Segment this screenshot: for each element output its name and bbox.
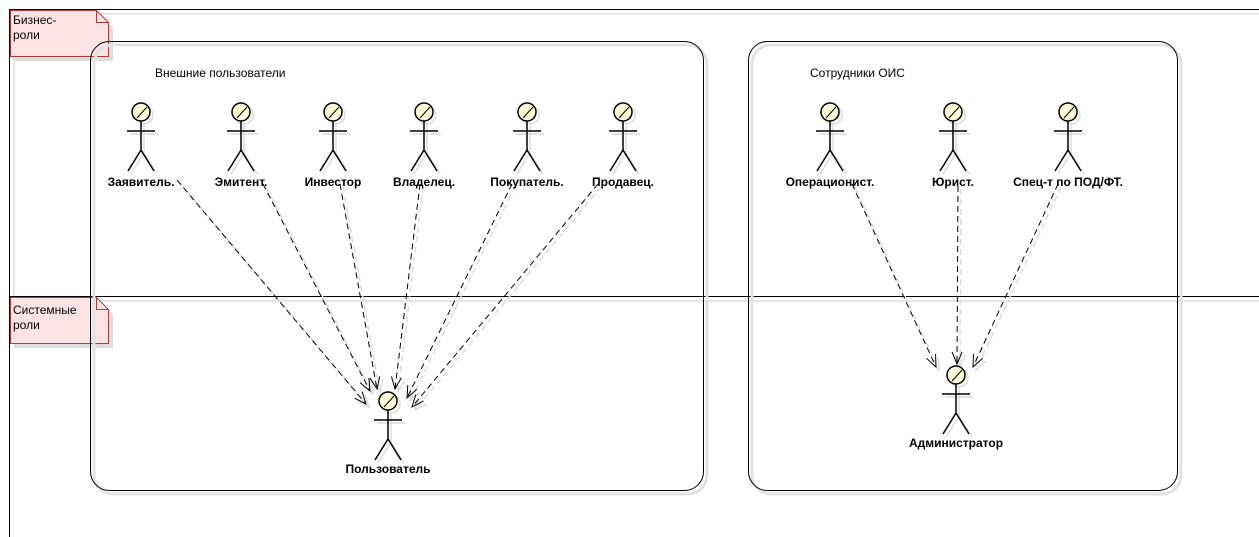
actor-user[interactable]: Пользователь	[345, 391, 431, 476]
actor-aml-specialist[interactable]: Спец-т по ПОД/ФТ.	[1013, 102, 1123, 189]
actor-shadow	[945, 368, 973, 438]
actor-issuer[interactable]: Эмитент.	[215, 102, 268, 189]
actor-figure-icon	[1054, 102, 1082, 172]
actor-figure-icon	[319, 102, 347, 172]
external-users-title: Внешние пользователи	[155, 66, 285, 80]
actor-admin[interactable]: Администратор	[909, 365, 1003, 450]
relation-operator-to-admin[interactable]	[851, 183, 939, 370]
actor-name: Владелец.	[393, 175, 455, 189]
actor-name: Операционист.	[786, 175, 875, 189]
relations-layer	[176, 179, 1062, 410]
relation-issuer-to-user[interactable]	[262, 183, 373, 394]
actor-applicant[interactable]: Заявитель.	[108, 102, 175, 189]
actor-figure-icon	[939, 102, 967, 172]
relation-applicant-to-user[interactable]	[176, 179, 369, 407]
system-roles-note[interactable]: Системные роли	[10, 297, 114, 349]
actor-figure-icon	[513, 102, 541, 172]
actor-figure-icon	[942, 365, 970, 435]
system-roles-note-line2: роли	[13, 318, 40, 332]
actor-figure-icon	[410, 102, 438, 172]
external-users-group[interactable]: Внешние пользователи	[90, 41, 709, 496]
actor-name: Спец-т по ПОД/ФТ.	[1013, 175, 1123, 189]
actor-name: Инвестор	[305, 175, 362, 189]
actor-name: Заявитель.	[108, 175, 175, 189]
actor-owner[interactable]: Владелец.	[393, 102, 455, 189]
actor-figure-icon	[127, 102, 155, 172]
relation-owner-to-user[interactable]	[395, 183, 424, 392]
staff-group[interactable]: Сотрудники ОИС	[748, 41, 1183, 496]
actor-figure-icon	[374, 391, 402, 461]
system-roles-note-line1: Системные	[13, 303, 77, 317]
relation-buyer-to-user[interactable]	[407, 183, 516, 401]
relation-investor-to-user[interactable]	[339, 183, 380, 392]
actor-figure-icon	[609, 102, 637, 172]
actor-lawyer[interactable]: Юрист.	[932, 102, 974, 189]
relation-lawyer-to-admin[interactable]	[957, 185, 961, 367]
actor-buyer[interactable]: Покупатель.	[490, 102, 564, 189]
actor-name: Покупатель.	[490, 175, 563, 189]
actor-name: Администратор	[909, 436, 1003, 450]
system-roles-lane	[9, 296, 1259, 537]
actor-operator[interactable]: Операционист.	[786, 102, 875, 189]
actors-layer: Заявитель. Эмитент. Инвестор Владелец. Покуп…	[108, 102, 1123, 476]
actor-figure-icon	[816, 102, 844, 172]
relation-aml_specialist-to-admin[interactable]	[973, 183, 1062, 370]
actor-figure-icon	[227, 102, 255, 172]
actor-seller[interactable]: Продавец.	[592, 102, 654, 189]
business-roles-note[interactable]: Бизнес- роли	[10, 10, 114, 62]
staff-title: Сотрудники ОИС	[810, 66, 905, 80]
relation-seller-to-user[interactable]	[412, 183, 602, 410]
actor-name: Эмитент.	[215, 175, 268, 189]
actor-name: Юрист.	[932, 175, 974, 189]
business-roles-note-line1: Бизнес-	[13, 13, 56, 27]
business-roles-note-line2: роли	[13, 28, 40, 42]
actor-name: Продавец.	[592, 175, 654, 189]
actor-investor[interactable]: Инвестор	[305, 102, 362, 189]
actor-name: Пользователь	[345, 462, 430, 476]
